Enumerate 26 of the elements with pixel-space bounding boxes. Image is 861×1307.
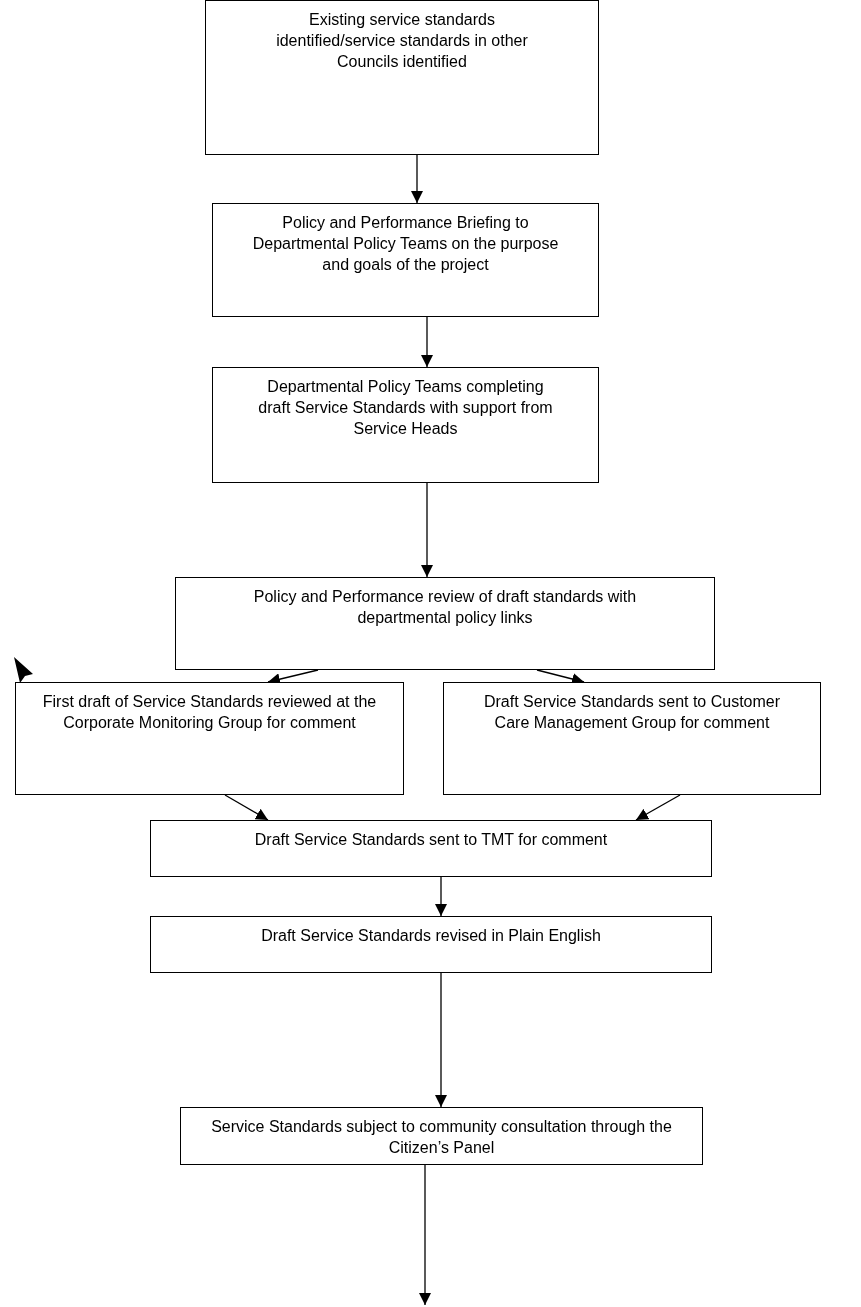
box-text: Draft Service Standards sent to TMT for comment bbox=[254, 830, 608, 850]
process-box bbox=[150, 916, 712, 973]
arrow bbox=[421, 482, 433, 578]
box-text: Service Standards subject to community consultation through the Citizen’s Panel bbox=[210, 1117, 673, 1158]
box-text: Draft Service Standards revised in Plain English bbox=[261, 926, 601, 946]
box-text: Policy and Performance review of draft standards with departmental policy links bbox=[252, 587, 638, 628]
arrow bbox=[435, 876, 447, 917]
process-box bbox=[443, 682, 821, 795]
arrow bbox=[421, 316, 433, 368]
arrow bbox=[435, 972, 447, 1108]
arrow bbox=[419, 1164, 431, 1306]
arrow bbox=[411, 154, 423, 204]
box-text: Departmental Policy Teams completing draft Service Standards with support from Service Heads bbox=[257, 377, 554, 439]
arrow bbox=[224, 794, 269, 821]
arrow bbox=[635, 794, 681, 821]
process-box bbox=[175, 577, 715, 670]
process-box bbox=[205, 0, 599, 155]
process-box bbox=[15, 682, 404, 795]
process-box bbox=[180, 1107, 703, 1165]
box-text: Policy and Performance Briefing to Departmental Policy Teams on the purpose and goals of the project bbox=[251, 213, 560, 275]
box-text: First draft of Service Standards reviewed at the Corporate Monitoring Group for comment bbox=[41, 692, 378, 733]
process-box bbox=[150, 820, 712, 877]
box-text: Existing service standards identified/service standards in other Councils identified bbox=[275, 10, 529, 72]
box-text: Draft Service Standards sent to Customer Care Management Group for comment bbox=[482, 692, 782, 733]
process-box bbox=[212, 367, 599, 483]
process-box bbox=[212, 203, 599, 317]
